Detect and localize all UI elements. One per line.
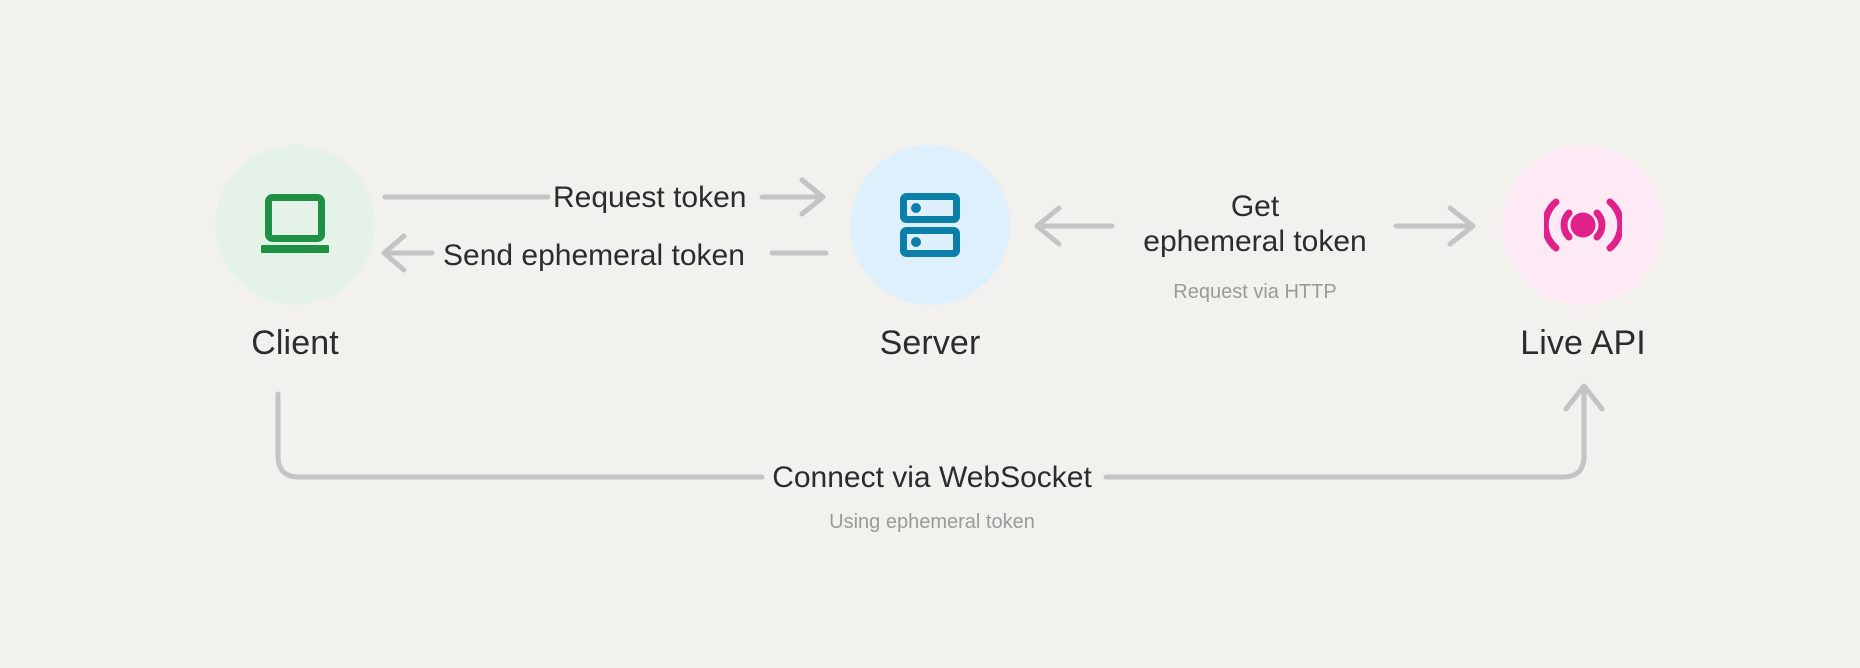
node-client[interactable]: Client	[200, 145, 390, 362]
node-live-api[interactable]: Live API	[1488, 145, 1678, 362]
broadcast-icon	[1544, 198, 1622, 252]
node-server-label: Server	[879, 324, 981, 362]
connection-label-send-ephemeral-token: Send ephemeral token	[443, 239, 745, 272]
connection-label-request-token: Request token	[553, 181, 747, 214]
connection-sublabel-request-via-http: Request via HTTP	[1173, 281, 1337, 303]
node-client-label: Client	[251, 324, 339, 362]
node-server[interactable]: Server	[835, 145, 1025, 362]
node-client-circle	[215, 145, 375, 305]
node-server-circle	[850, 145, 1010, 305]
server-icon	[900, 193, 960, 257]
connection-label-get-ephemeral-token: Get ephemeral token	[1143, 190, 1366, 259]
connection-label-connect-websocket: Connect via WebSocket	[772, 461, 1092, 494]
get-token-line1: Get	[1230, 190, 1280, 223]
arrow-get-token-left	[1034, 205, 1115, 247]
node-live-api-circle	[1503, 145, 1663, 305]
arrow-get-token-right	[1393, 205, 1476, 247]
connection-sublabel-using-ephemeral-token: Using ephemeral token	[829, 511, 1035, 533]
node-live-api-label: Live API	[1520, 324, 1646, 362]
laptop-icon	[261, 194, 329, 253]
get-token-line2: ephemeral token	[1143, 224, 1367, 258]
